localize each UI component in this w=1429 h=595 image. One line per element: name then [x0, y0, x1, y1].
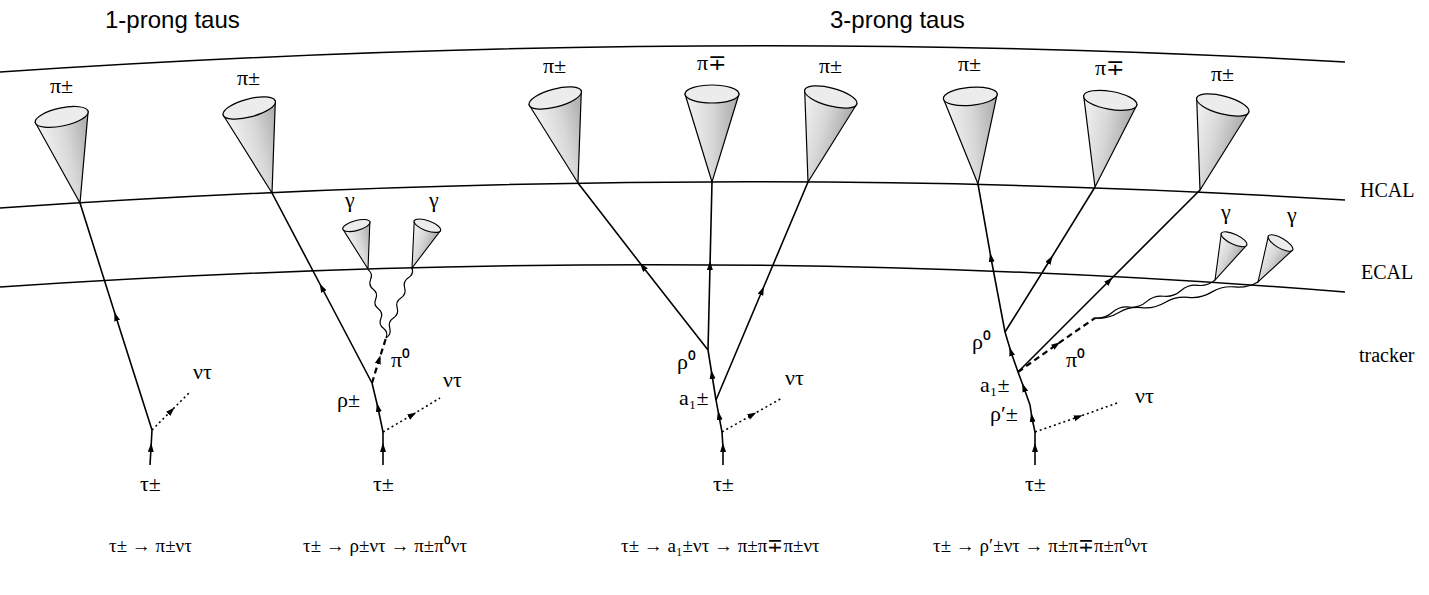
detector-label: tracker: [1359, 344, 1415, 367]
pion-cone: [782, 81, 859, 189]
particle-label: π±: [50, 73, 73, 98]
particle-label: π∓: [697, 50, 726, 75]
particle-label: π±: [237, 65, 260, 90]
pion-cone: [221, 92, 298, 200]
photon-line: [1095, 280, 1259, 320]
pion-cone: [1174, 89, 1251, 197]
pion-cone: [685, 85, 739, 182]
particle-label: π⁰: [391, 347, 410, 372]
pion-cone: [527, 82, 604, 190]
group-heading: 1-prong taus: [105, 6, 240, 34]
ecal-boundary: [0, 265, 1345, 292]
detector-boundary: [0, 46, 1345, 292]
a1-track: [1018, 372, 1030, 405]
decay-equation: τ± → a₁±ντ → π±π∓π±ντ: [621, 535, 820, 557]
hcal-boundary: [0, 182, 1345, 208]
decay-equation: τ± → ρ′±ντ → π±π∓π±π⁰ντ: [933, 535, 1148, 557]
particle-label: π∓: [1095, 55, 1124, 80]
a1-track: [716, 400, 722, 432]
neutrino-track: [383, 398, 440, 432]
pion-track: [578, 183, 708, 350]
particle-label: γ: [429, 187, 439, 212]
pion-track: [716, 182, 808, 400]
particle-label: τ±: [713, 471, 734, 496]
pion-cone: [1068, 87, 1138, 192]
particle-label: ρ⁰: [972, 329, 991, 354]
outer-boundary: [0, 46, 1345, 72]
particle-label: γ: [1221, 199, 1231, 224]
photon-line: [384, 267, 414, 339]
decay-equation: τ± → ρ±ντ → π±π⁰ντ: [303, 535, 467, 557]
tau-track: [382, 432, 384, 465]
particle-label: τ±: [373, 471, 394, 496]
particle-label: π±: [958, 51, 981, 76]
decay-equation: τ± → π±ντ: [109, 535, 192, 557]
particle-label: ντ: [193, 359, 212, 384]
photon-cone: [342, 217, 382, 273]
pion-track: [978, 184, 1005, 332]
rho-prime-track: [1030, 405, 1035, 432]
particle-label: a₁±: [679, 385, 709, 410]
tau-track: [150, 430, 152, 465]
neutral-pion-track: [1018, 318, 1095, 372]
detector-label: HCAL: [1360, 179, 1414, 202]
particle-label: τ±: [140, 471, 161, 496]
pion-track: [1018, 190, 1200, 372]
photon-cone: [1202, 229, 1249, 286]
detector-label: ECAL: [1361, 261, 1413, 284]
particle-tracks: [80, 182, 1200, 465]
neutrino-track: [1035, 402, 1120, 432]
pion-cone: [943, 85, 1005, 186]
particle-label: a₁±: [980, 372, 1010, 397]
pion-track: [708, 182, 712, 350]
pion-track: [272, 193, 372, 383]
neutrino-track: [722, 398, 782, 432]
photon-line: [366, 269, 388, 338]
pion-track: [1005, 187, 1095, 332]
particle-label: ντ: [443, 367, 462, 392]
particle-label: π±: [543, 53, 566, 78]
particle-label: ρ⁰: [677, 349, 696, 374]
tau-track: [722, 432, 723, 465]
photon-cone: [1246, 232, 1295, 289]
tau-track: [1034, 432, 1036, 465]
particle-label: π±: [1211, 61, 1234, 86]
pion-cones: [33, 81, 1251, 208]
photon-lines: [366, 267, 1259, 339]
particle-label: γ: [1287, 202, 1297, 227]
photon-line: [1094, 278, 1215, 320]
particle-label: γ: [345, 187, 355, 212]
particle-label: ντ: [785, 365, 804, 390]
photon-cones: [342, 216, 1296, 289]
particle-label: ρ±: [337, 387, 360, 412]
pion-cone: [33, 103, 106, 209]
rho-track: [708, 350, 716, 400]
particle-label: ντ: [1135, 383, 1154, 408]
particle-label: ρ′±: [990, 401, 1018, 426]
particle-label: τ±: [1025, 471, 1046, 496]
neutrino-tracks: [152, 392, 1120, 432]
photon-cone: [399, 216, 442, 273]
neutrino-track: [152, 392, 190, 430]
rho-track: [1005, 332, 1018, 372]
neutral-pion-track: [372, 338, 386, 383]
particle-label: π⁰: [1066, 347, 1085, 372]
pion-track: [80, 203, 152, 430]
group-heading: 3-prong taus: [830, 6, 965, 34]
particle-label: π±: [819, 53, 842, 78]
rho-track: [372, 383, 383, 432]
